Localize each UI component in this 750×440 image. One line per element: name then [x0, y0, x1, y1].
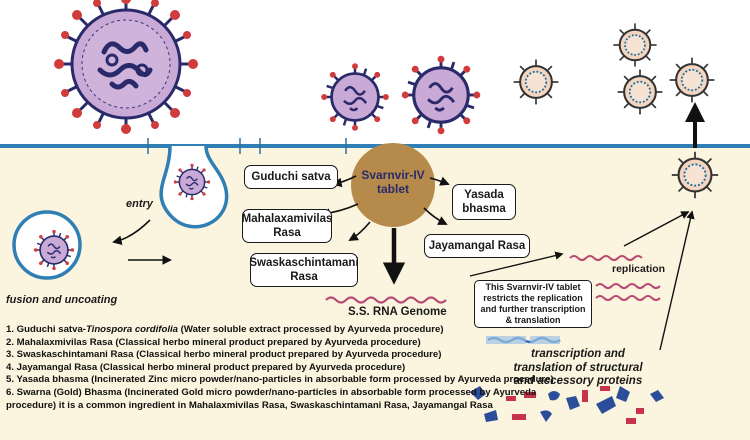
tablet-label: Svarnvir-IV tablet: [360, 168, 426, 196]
box-mahalaxamivilas-line2: Rasa: [273, 227, 301, 239]
replication-strand-1: [569, 255, 643, 261]
box-guduchi-text: Guduchi satva: [251, 171, 331, 183]
label-entry: entry: [126, 198, 153, 210]
assembly-arrow-2: [659, 210, 695, 351]
replication-arrow: [469, 251, 564, 277]
legend-item-1: 1. Guduchi satva-Tinospora cordifolia (W…: [6, 324, 551, 337]
tablet-label-line1: Svarnvir-IV: [361, 168, 425, 182]
box-yasada: Yasada bhasma: [452, 184, 516, 220]
legend-item-3: 3. Swaskaschintamani Rasa (Classical her…: [6, 349, 442, 361]
legend-item-1-b: Tinospora cordifolia: [85, 324, 179, 335]
box-yasada-line2: bhasma: [462, 203, 506, 215]
assembly-arrow-1: [623, 211, 690, 247]
virion-released-1: [512, 58, 560, 106]
restriction-line3: and further transcription: [480, 304, 586, 314]
virion-released-4: [668, 56, 716, 104]
ingredient-legend: 1. Guduchi satva-Tinospora cordifolia (W…: [6, 324, 554, 412]
legend-item-4: 4. Jayamangal Rasa (Classical herbo mine…: [6, 361, 406, 373]
legend-item-2: 2. Mahalaxmivilas Rasa (Classical herbo …: [6, 336, 421, 348]
box-swaskaschintamani: Swaskaschintamani Rasa: [249, 253, 359, 287]
restriction-line1: This Svarnvir-IV tablet: [485, 282, 581, 292]
label-genome: S.S. RNA Genome: [348, 306, 447, 318]
box-swaskaschintamani-line2: Rasa: [290, 271, 318, 283]
legend-item-1-a: 1. Guduchi satva-: [6, 324, 86, 335]
virus-medium-2: [400, 54, 482, 136]
rna-genome-strand: [325, 296, 447, 304]
entry-arrow: [112, 219, 151, 246]
svarnvir-tablet-disc: [351, 143, 435, 227]
box-guduchi: Guduchi satva: [244, 165, 338, 189]
box-mahalaxamivilas-line1: Mahalaxamivilas: [241, 213, 333, 225]
large-virus: [54, 0, 198, 134]
legend-item-1-c: (Water soluble extract processed by Ayur…: [178, 324, 444, 335]
replication-strand-2: [595, 283, 661, 289]
box-swaskaschintamani-line1: Swaskaschintamani: [249, 257, 359, 269]
legend-item-6a: 6. Swarna (Gold) Bhasma (Incinerated Gol…: [6, 386, 537, 398]
label-transcription-line3: and accessory proteins: [513, 375, 643, 387]
virus-uncoating: [33, 229, 75, 271]
tablet-label-line2: tablet: [376, 182, 409, 196]
virion-released-2: [612, 22, 658, 68]
box-yasada-line1: Yasada: [464, 189, 504, 201]
membrane-markers: [147, 138, 347, 154]
restriction-line4: & translation: [505, 315, 561, 325]
replication-strand-3: [595, 295, 661, 301]
virus-entering: [173, 163, 211, 201]
box-jayamangal: Jayamangal Rasa: [424, 234, 530, 258]
virion-inside: [670, 150, 720, 200]
restriction-line2: restricts the replication: [483, 293, 583, 303]
label-transcription: transcription and translation of structu…: [480, 348, 676, 389]
translation-band: [486, 336, 561, 344]
legend-item-6b: procedure) it is a common ingredient in …: [6, 399, 493, 411]
protein-fragments: [470, 386, 664, 424]
box-restriction-note: This Svarnvir-IV tablet restricts the re…: [474, 280, 592, 328]
virion-released-3: [616, 68, 664, 116]
virus-medium-1: [319, 61, 391, 133]
legend-item-5: 5. Yasada bhasma (Incinerated Zinc micro…: [6, 374, 554, 386]
box-jayamangal-text: Jayamangal Rasa: [428, 240, 526, 252]
label-transcription-line2: translation of structural: [513, 361, 643, 374]
label-fusion: fusion and uncoating: [6, 294, 118, 306]
box-mahalaxamivilas: Mahalaxamivilas Rasa: [242, 209, 332, 243]
label-replication: replication: [612, 263, 666, 275]
label-transcription-line1: transcription and: [531, 348, 625, 360]
